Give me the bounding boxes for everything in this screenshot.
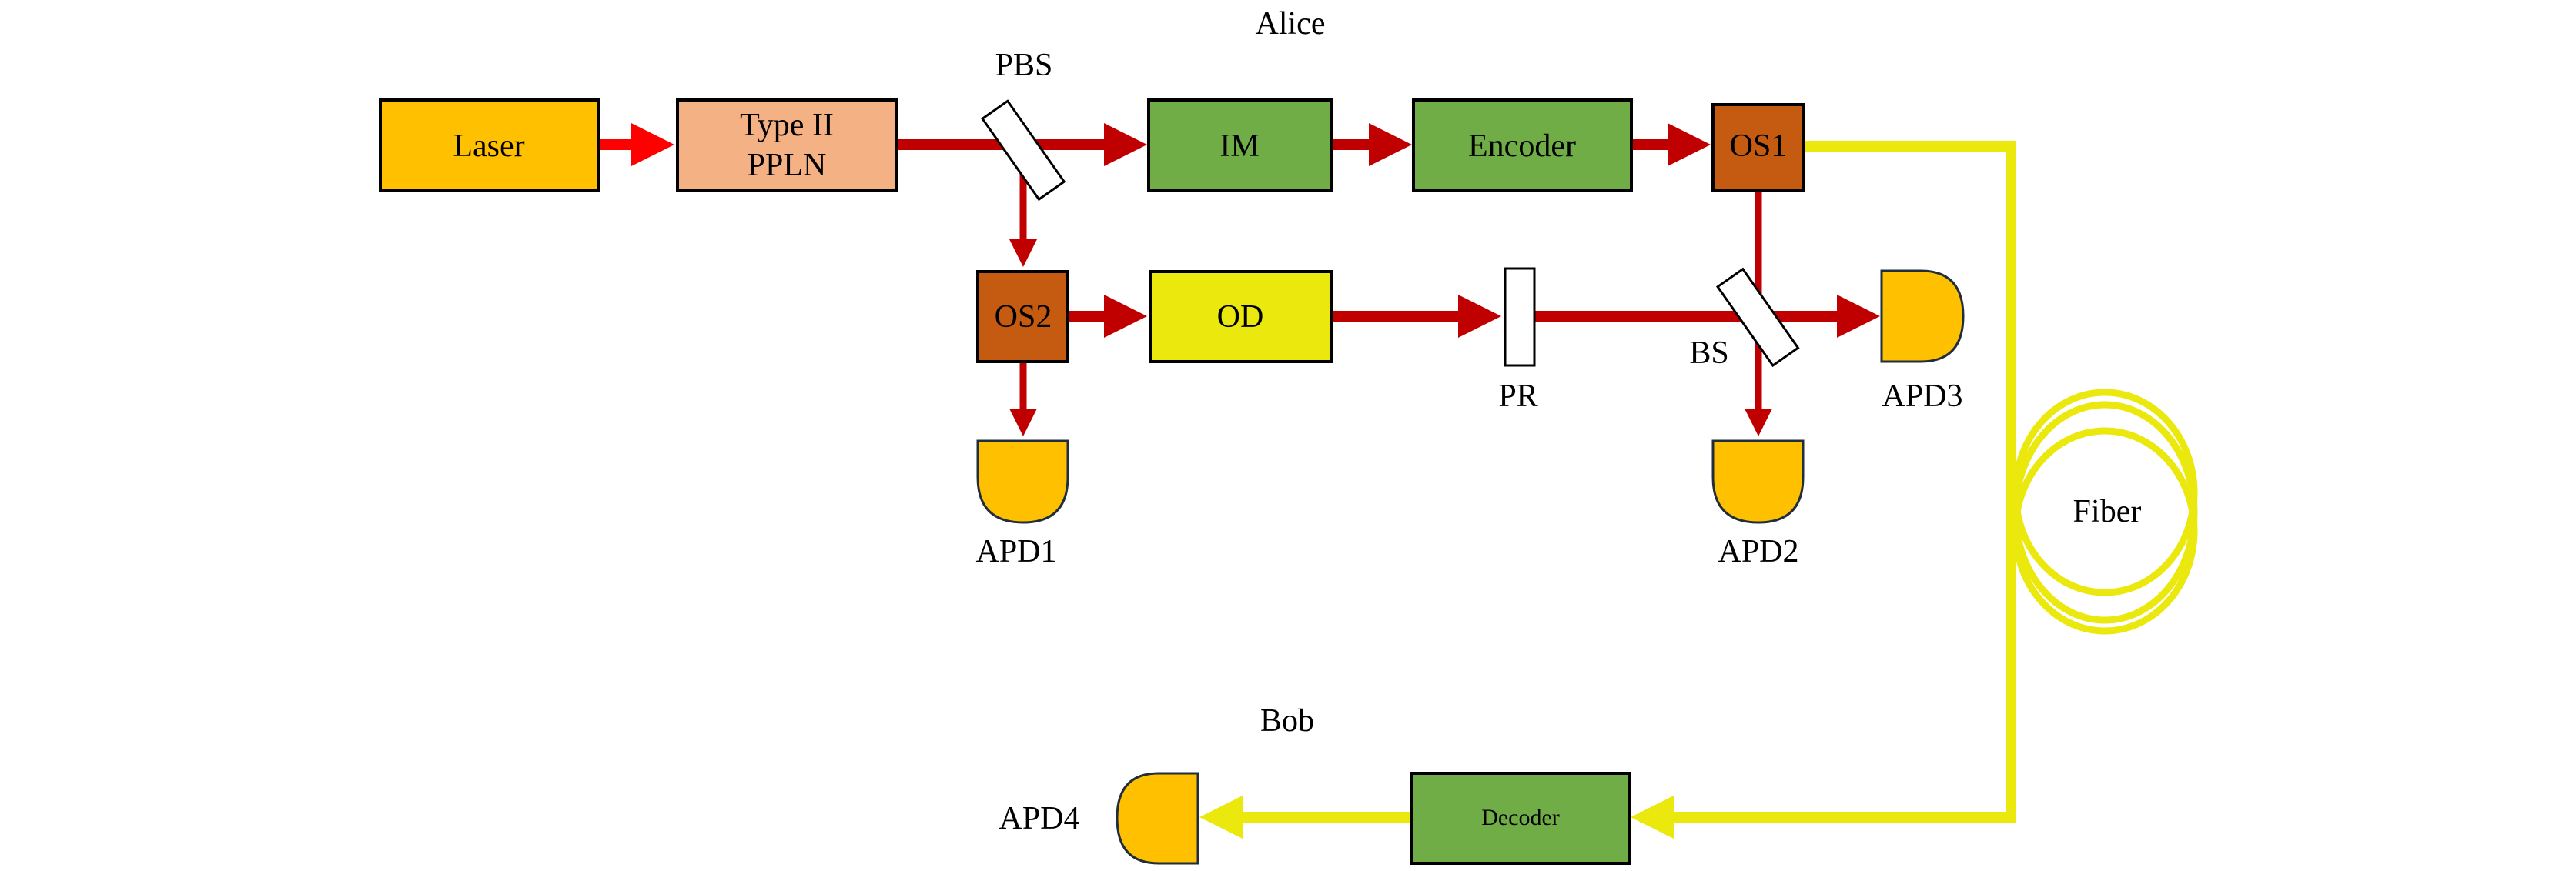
apd1-detector[interactable]: APD1 (975, 439, 1069, 569)
os2-splitter[interactable]: OS2 (976, 270, 1069, 363)
os1-label: OS1 (1730, 128, 1788, 164)
apd3-detector[interactable]: APD3 (1880, 269, 1965, 414)
pr-label: PR (1498, 379, 1537, 414)
beams (598, 123, 2198, 839)
fiber-line (1640, 141, 2016, 823)
os1-splitter[interactable]: OS1 (1711, 103, 1805, 192)
section-label-bob: Bob (1260, 703, 1314, 739)
decoder-module[interactable]: Decoder (1410, 772, 1631, 865)
apd3-icon (1880, 269, 1965, 363)
bs-label: BS (1689, 335, 1728, 371)
apd4-icon (1116, 772, 1199, 865)
laser-label: Laser (453, 128, 524, 164)
encoder-label: Encoder (1468, 128, 1576, 164)
apd1-icon (976, 439, 1069, 524)
apd1-label: APD1 (975, 534, 1056, 569)
od-label: OD (1217, 299, 1264, 335)
apd3-label: APD3 (1882, 379, 1962, 414)
fiber-coil (2012, 389, 2198, 635)
fiber-label: Fiber (2073, 494, 2142, 529)
pr-rotator[interactable]: PR (1498, 267, 1538, 414)
od-attenuator[interactable]: OD (1149, 270, 1333, 363)
encoder-module[interactable]: Encoder (1412, 98, 1633, 192)
bs-splitter[interactable]: BS (1689, 267, 1800, 371)
pbs-splitter[interactable]: PBS (980, 48, 1066, 202)
apd2-label: APD2 (1718, 534, 1798, 569)
im-label: IM (1219, 128, 1259, 164)
pbs-label: PBS (995, 48, 1053, 83)
apd2-icon (1711, 439, 1805, 524)
decoder-label: Decoder (1481, 805, 1560, 830)
apd2-detector[interactable]: APD2 (1711, 439, 1805, 569)
laser-module[interactable]: Laser (379, 98, 600, 192)
os2-label: OS2 (995, 299, 1052, 335)
ppln-label-line1: Type II (740, 108, 834, 143)
im-module[interactable]: IM (1147, 98, 1333, 192)
ppln-label-line2: PPLN (748, 148, 827, 183)
ppln-crystal[interactable]: Type II PPLN (676, 98, 898, 192)
section-label-alice: Alice (1256, 6, 1326, 42)
apd4-label: APD4 (999, 801, 1079, 836)
apd4-detector[interactable]: APD4 (999, 772, 1199, 865)
